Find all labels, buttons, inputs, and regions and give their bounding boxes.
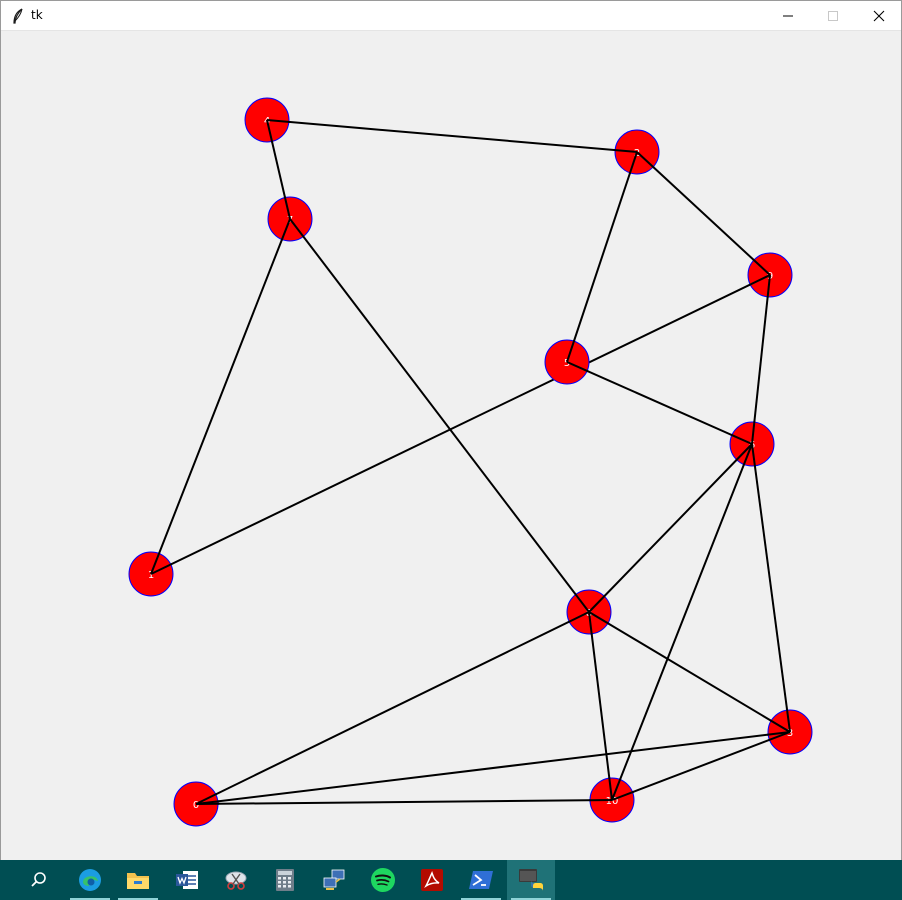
graph-edge-stub	[566, 361, 589, 373]
graph-edge-n10-n3	[611, 731, 791, 801]
graph-edge-n5-n6	[566, 361, 753, 445]
close-icon	[873, 10, 885, 22]
python-icon	[519, 869, 543, 892]
graph-node-label: 0	[193, 800, 199, 811]
graph-edge-n8-n10	[588, 611, 613, 801]
graph-edge-n8-n0	[195, 611, 590, 805]
graph-edge-stub	[735, 443, 753, 462]
graph-edge-n2-n9	[636, 151, 771, 276]
graph-canvas[interactable]: 427956183010	[1, 31, 901, 860]
acrobat-icon	[421, 869, 443, 891]
graph-edge-stub	[752, 258, 771, 276]
graph-edge-n7-n1	[150, 218, 291, 575]
powershell-icon	[469, 871, 493, 889]
graph-edge-n2-n5	[566, 151, 638, 363]
taskbar-open-indicator	[70, 898, 110, 900]
graph-edge-stub	[766, 274, 771, 298]
graph-edge-stub	[730, 433, 753, 445]
graph-edge-stub	[289, 218, 305, 238]
graph-edge-n9-n1	[150, 274, 771, 575]
graph-node-label: 5	[564, 358, 570, 369]
graph-edge-n9-n6	[751, 274, 771, 445]
graph-edge-n6-n10	[611, 443, 753, 801]
graph-edge-stub	[566, 339, 576, 363]
graph-edge-stub	[751, 421, 756, 445]
maximize-icon	[828, 11, 838, 21]
word-icon	[176, 871, 198, 889]
graph-edge-n4-n2	[266, 119, 638, 153]
graph-edge-stub	[751, 443, 757, 467]
taskbar	[0, 860, 902, 900]
graph-edge-stub	[636, 151, 655, 169]
calculator-icon	[276, 869, 294, 891]
graph-edge-stub	[748, 274, 771, 286]
spotify-icon	[371, 868, 395, 892]
taskbar-network-tool[interactable]	[310, 860, 358, 900]
file-explorer-icon	[127, 873, 149, 889]
graph-edge-stub	[283, 196, 291, 220]
graph-edge-stub	[150, 552, 161, 575]
graph-edge-stub	[588, 594, 606, 613]
app-window: tk 427956183010	[0, 0, 902, 860]
graph-edge-stub	[567, 611, 590, 623]
graph-edge-stub	[613, 149, 638, 153]
graph-node-label: 1	[148, 570, 154, 581]
taskbar-search[interactable]	[15, 860, 63, 900]
close-button[interactable]	[856, 1, 902, 31]
feather-icon	[13, 8, 23, 24]
taskbar-acrobat[interactable]	[408, 860, 456, 900]
taskbar-spotify[interactable]	[359, 860, 407, 900]
minimize-button[interactable]	[765, 1, 811, 31]
taskbar-file-explorer[interactable]	[114, 860, 162, 900]
title-bar[interactable]: tk	[1, 1, 901, 31]
graph-edge-stub	[195, 793, 218, 805]
graph-edge-stub	[266, 119, 274, 143]
graph-edge-n6-n8	[588, 443, 753, 613]
taskbar-word[interactable]	[163, 860, 211, 900]
taskbar-python[interactable]	[507, 860, 555, 900]
graph-edge-stub	[150, 563, 173, 575]
taskbar-edge[interactable]	[66, 860, 114, 900]
taskbar-powershell[interactable]	[457, 860, 505, 900]
minimize-icon	[783, 15, 793, 17]
graph-edge-stub	[280, 218, 291, 241]
taskbar-open-indicator	[461, 898, 501, 900]
graph-edge-stub	[588, 611, 593, 635]
graph-edge-stub	[608, 777, 613, 801]
taskbar-snipping-tool[interactable]	[212, 860, 260, 900]
graph-edge-stub	[768, 731, 791, 742]
graph-edge-stub	[628, 151, 638, 175]
graph-edge-stub	[785, 709, 791, 733]
graph-node-label: 10	[606, 796, 619, 807]
graph-edge-n7-n8	[289, 218, 590, 613]
graph-edge-stub	[611, 778, 622, 801]
graph-edge-stub	[611, 790, 634, 801]
graph-drawing: 427956183010	[128, 97, 813, 827]
window-title: tk	[31, 8, 43, 22]
taskbar-open-indicator	[511, 898, 551, 900]
taskbar-open-indicator	[118, 898, 158, 900]
snipping-tool-icon	[225, 871, 247, 890]
edge-icon	[79, 869, 101, 891]
graph-edge-stub	[769, 719, 791, 733]
graph-edge-n6-n3	[751, 443, 791, 733]
search-icon	[31, 872, 46, 887]
network-icon	[323, 869, 345, 890]
graph-edge-n8-n3	[588, 611, 791, 733]
maximize-button[interactable]	[810, 1, 856, 31]
graph-edge-n0-n3	[195, 731, 791, 805]
graph-edge-stub	[574, 593, 590, 613]
graph-node-label: 3	[787, 728, 793, 739]
taskbar-calculator[interactable]	[261, 860, 309, 900]
graph-edge-stub	[266, 119, 291, 123]
graph-edge-stub	[742, 443, 753, 466]
graph-edge-n0-n10	[195, 799, 613, 805]
graph-edge-stub	[588, 611, 610, 625]
